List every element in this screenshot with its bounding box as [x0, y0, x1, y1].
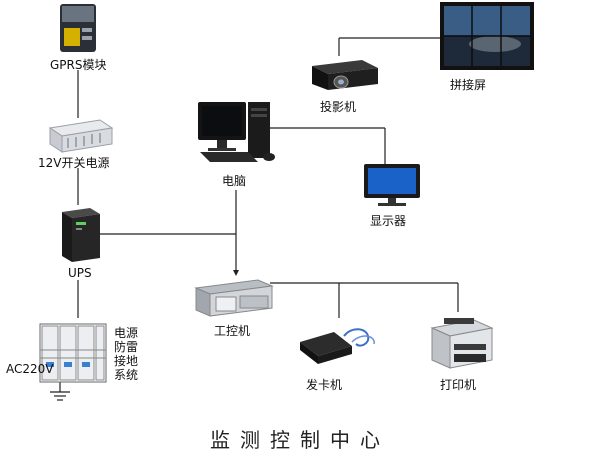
- label-gprs-module: GPRS模块: [50, 58, 107, 72]
- label-computer: 电脑: [222, 174, 247, 188]
- label-video-wall: 拼接屏: [450, 78, 487, 92]
- card-issuer-icon: [300, 328, 375, 364]
- label-projector: 投影机: [320, 100, 357, 114]
- arrow-to-ipc: [233, 270, 239, 276]
- label-surge-line-3: 接地: [114, 354, 139, 368]
- projector-icon: [312, 60, 378, 90]
- label-surge-line-4: 系统: [114, 368, 139, 382]
- computer-icon: [198, 102, 275, 162]
- label-ups: UPS: [68, 266, 92, 280]
- label-surge-line-2: 防雷: [114, 340, 139, 354]
- power-supply-icon: [48, 119, 114, 153]
- label-printer: 打印机: [440, 378, 477, 392]
- ups-icon: [62, 208, 100, 262]
- gprs-module-icon: [60, 4, 96, 52]
- ipc-icon: [194, 279, 274, 317]
- diagram-title: 监测控制中心: [210, 428, 390, 450]
- label-ac220v: AC220V: [6, 362, 54, 376]
- surge-protector-icon: [39, 323, 107, 383]
- printer-icon: [430, 318, 494, 369]
- monitor-icon: [364, 164, 420, 206]
- label-power-supply: 12V开关电源: [38, 156, 110, 170]
- label-surge-system: 电源 防雷 接地 系统: [114, 326, 144, 382]
- label-card-issuer: 发卡机: [306, 378, 343, 392]
- connection-lines: [50, 37, 459, 401]
- label-ipc: 工控机: [214, 324, 251, 338]
- video-wall-icon: [440, 2, 534, 70]
- label-surge-line-1: 电源: [114, 326, 139, 340]
- label-monitor: 显示器: [370, 214, 407, 228]
